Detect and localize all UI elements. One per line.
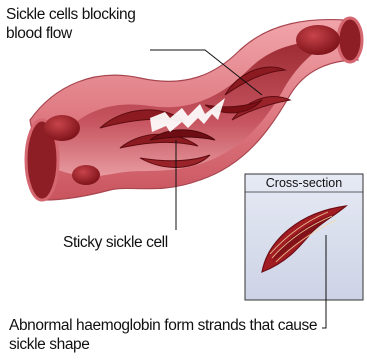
cross-section-title: Cross-section <box>245 175 363 191</box>
label-abnormal-haemoglobin: Abnormal haemoglobin form strands that c… <box>9 316 329 354</box>
cross-section-inset <box>245 174 363 300</box>
label-sickle-cells-blocking-blood-flow: Sickle cells blocking blood flow <box>6 5 156 43</box>
red-blood-cell <box>44 115 80 141</box>
red-blood-cell <box>296 25 340 55</box>
vessel-opening-right <box>338 18 362 62</box>
red-blood-cell <box>72 165 100 185</box>
label-sticky-sickle-cell: Sticky sickle cell <box>63 233 168 252</box>
